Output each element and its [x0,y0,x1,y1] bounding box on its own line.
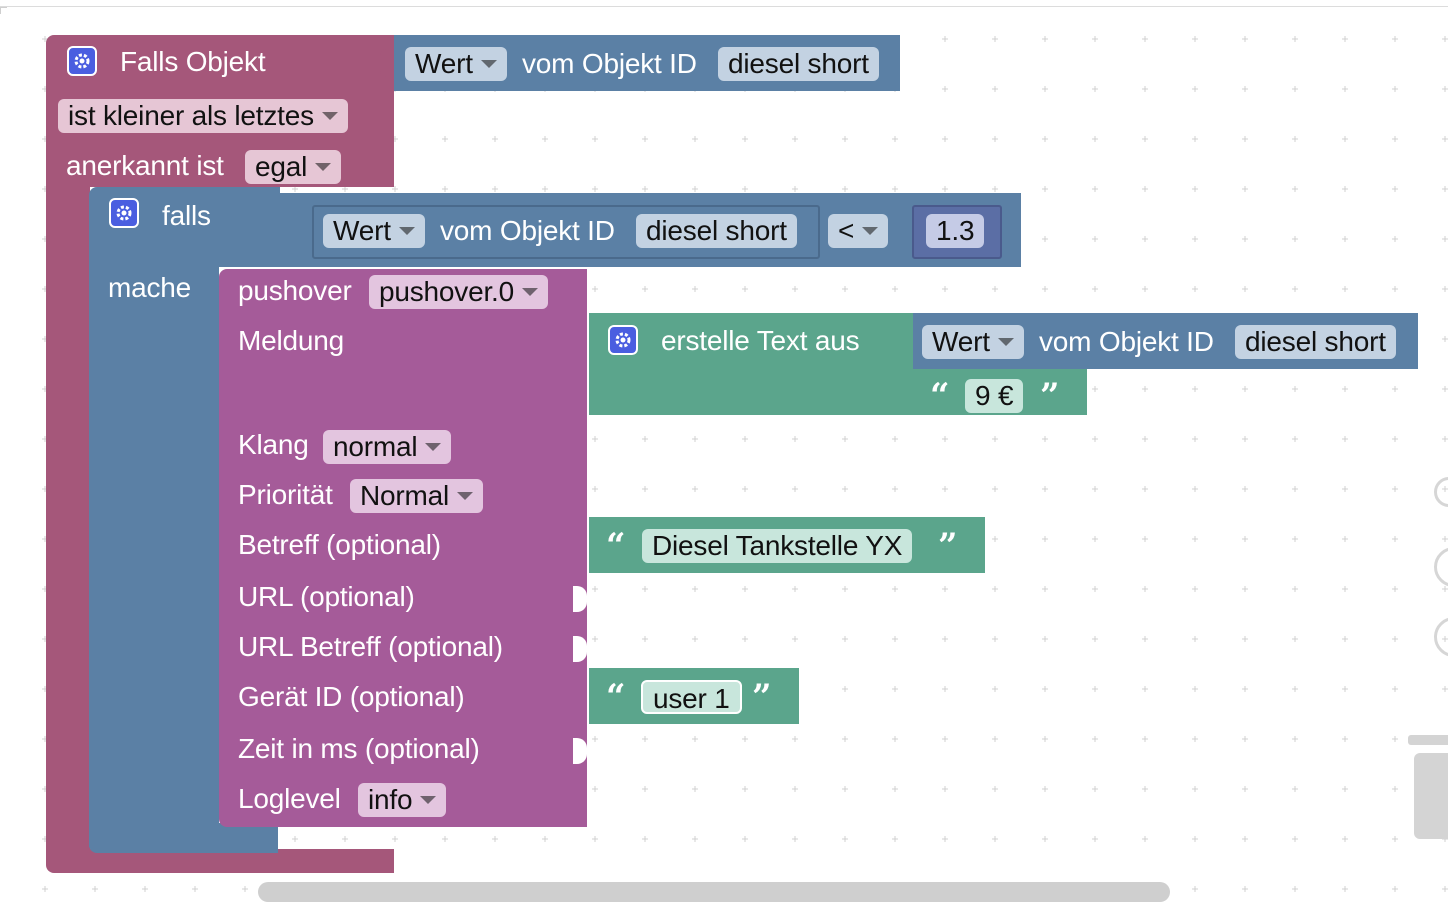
text-join-block[interactable] [589,313,915,415]
text-join-value-label: vom Objekt ID [1039,326,1214,357]
open-quote-icon: “ [606,526,626,566]
trigger-title: Falls Objekt [120,46,266,77]
loglevel-dropdown[interactable]: info [358,783,447,817]
trigger-value-kind-dropdown[interactable]: Wert [405,47,507,81]
text-join-item2-field[interactable]: 9 € [965,379,1024,413]
horizontal-scrollbar[interactable] [258,882,1170,902]
url-label: URL (optional) [238,581,415,612]
device-text-field[interactable]: user 1 [641,680,742,714]
text-join-value-kind-dropdown[interactable]: Wert [922,325,1024,359]
compare-left-object-id-field[interactable]: diesel short [636,214,797,248]
close-quote-icon: ” [938,526,958,566]
pushover-block[interactable] [219,269,587,827]
ack-label: anerkannt ist [66,150,224,181]
compare-operator-dropdown[interactable]: < [828,214,889,248]
close-quote-icon: ” [752,677,772,717]
sound-label: Klang [238,429,309,460]
priority-label: Priorität [238,479,333,510]
trigger-object-id-field[interactable]: diesel short [718,47,879,81]
message-label: Meldung [238,325,345,356]
if-block-bottom [89,823,278,853]
blockly-workspace[interactable]: Falls Objekt ist kleiner als letztes ane… [0,6,1448,906]
time-label: Zeit in ms (optional) [238,733,480,764]
sound-dropdown[interactable]: normal [323,430,452,464]
pushover-instance-dropdown[interactable]: pushover.0 [369,275,548,309]
trigger-block-bottom [46,849,394,873]
text-join-gear-icon[interactable] [608,325,638,355]
close-quote-icon: ” [1040,376,1060,416]
compare-left-label: vom Objekt ID [440,215,615,246]
trash-icon[interactable] [1408,735,1448,839]
if-block-spine [89,265,219,847]
trigger-value-label: vom Objekt ID [522,48,697,79]
text-join-title: erstelle Text aus [661,325,860,356]
compare-left-kind-dropdown[interactable]: Wert [323,214,425,248]
pushover-input-notch-time [573,738,587,764]
if-gear-icon[interactable] [109,198,139,228]
mache-label: mache [108,272,192,303]
pushover-input-notch-subject [573,586,587,612]
open-quote-icon: “ [930,376,950,416]
open-quote-icon: “ [606,677,626,717]
url-subject-label: URL Betreff (optional) [238,631,503,662]
pushover-title: pushover [238,275,352,306]
falls-label: falls [162,200,211,231]
trigger-condition-dropdown[interactable]: ist kleiner als letztes [58,99,348,133]
text-join-object-id-field[interactable]: diesel short [1235,325,1396,359]
subject-text-field[interactable]: Diesel Tankstelle YX [642,529,913,563]
priority-dropdown[interactable]: Normal [350,479,484,513]
ack-dropdown[interactable]: egal [245,150,342,184]
pushover-input-notch-url [573,636,587,662]
loglevel-label: Loglevel [238,783,341,814]
compare-right-number-field[interactable]: 1.3 [926,214,985,248]
trigger-value-connector [380,49,394,77]
trigger-block-spine [46,185,90,849]
device-label: Gerät ID (optional) [238,681,465,712]
trigger-gear-icon[interactable] [67,46,97,76]
subject-label: Betreff (optional) [238,529,441,560]
